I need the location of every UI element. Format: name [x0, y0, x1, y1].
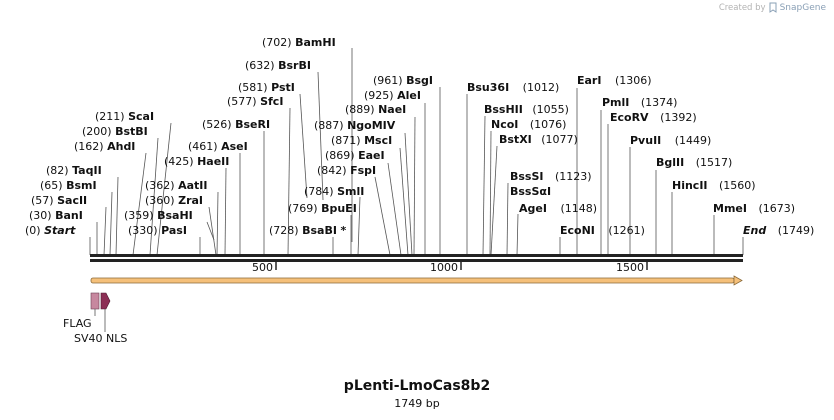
site-bamhi[interactable]: (702) BamHI: [262, 36, 336, 49]
flag-feature[interactable]: [90, 292, 100, 310]
connector-aatii: [216, 191, 219, 256]
plasmid-name: pLenti-LmoCas8b2: [343, 378, 491, 394]
site-bstbi[interactable]: (200) BstBI: [82, 125, 148, 138]
connector-fspi: [374, 176, 391, 256]
snapgene-credit: Created by SnapGene: [719, 2, 826, 13]
site-pmli[interactable]: PmlI (1374): [602, 96, 677, 109]
site-aatii[interactable]: (362) AatII: [145, 179, 207, 192]
site-taqii[interactable]: (82) TaqII: [46, 164, 102, 177]
connector-psti: [299, 93, 308, 199]
connector-sacii: [103, 206, 107, 256]
site-ahdi[interactable]: (162) AhdI: [74, 140, 135, 153]
site-bsrbi[interactable]: (632) BsrBI: [245, 59, 311, 72]
site-mmei[interactable]: MmeI (1673): [713, 202, 795, 215]
connector-bsssi: [506, 182, 509, 256]
site-bpuei[interactable]: (769) BpuEI: [288, 202, 357, 215]
site-bglii[interactable]: BglII (1517): [656, 156, 732, 169]
site-alei[interactable]: (925) AleI: [364, 89, 421, 102]
sv40-nls-feature[interactable]: [100, 292, 111, 310]
ruler-label-1000: 1000: [430, 261, 458, 274]
site-bsu36i[interactable]: Bsu36I (1012): [467, 81, 559, 94]
connector-ahdi: [132, 152, 147, 256]
site-econi[interactable]: EcoNI (1261): [560, 224, 645, 237]
connector-naei: [413, 116, 416, 256]
connector-msci: [399, 147, 409, 256]
site-labels: (0) Start (30) BanI (57) SacII (65) BsmI…: [25, 36, 814, 237]
ruler: 500 1000 1500: [252, 261, 648, 274]
connector-zrai: [208, 206, 217, 256]
site-zrai[interactable]: (360) ZraI: [145, 194, 203, 207]
sv40-nls-feature-label: SV40 NLS: [74, 332, 127, 345]
site-bsshii[interactable]: BssHII (1055): [484, 103, 569, 116]
backbone-bottom-strand: [90, 259, 743, 262]
connector-agei: [516, 213, 519, 256]
site-bsmi[interactable]: (65) BsmI: [40, 179, 97, 192]
connector-ngomiv: [404, 132, 413, 256]
site-pasi[interactable]: (330) PasI: [128, 224, 187, 237]
connector-sfci: [287, 107, 291, 256]
site-asei[interactable]: (461) AseI: [188, 140, 248, 153]
credit-prefix: Created by: [718, 2, 766, 13]
site-bani[interactable]: (30) BanI: [29, 209, 83, 222]
orf-body: [90, 277, 735, 284]
site-haeii[interactable]: (425) HaeII: [164, 155, 229, 168]
site-bsgi[interactable]: (961) BsgI: [373, 74, 433, 87]
orf-arrowhead-icon: [733, 275, 743, 286]
site-ngomiv[interactable]: (887) NgoMIV: [314, 119, 396, 132]
site-scai[interactable]: (211) ScaI: [95, 110, 154, 123]
connector-bsrbi: [317, 71, 324, 201]
site-msci[interactable]: (871) MscI: [331, 134, 392, 147]
site-bsssai[interactable]: BssSαI: [510, 185, 551, 198]
site-eari[interactable]: EarI (1306): [577, 74, 652, 87]
connector-bsmi: [109, 191, 113, 256]
ruler-label-500: 500: [252, 261, 273, 274]
connector-smli: [357, 196, 361, 256]
connector-bstbi: [149, 137, 159, 256]
connector-taqii: [115, 176, 119, 256]
orf-arrow[interactable]: [90, 275, 743, 286]
features: FLAG SV40 NLS: [63, 292, 127, 345]
connector-bsahi: [206, 221, 215, 241]
site-agei[interactable]: AgeI (1148): [519, 202, 597, 215]
connector-bstxi: [490, 145, 498, 256]
site-ecorv[interactable]: EcoRV (1392): [610, 111, 697, 124]
connector-haeii: [224, 167, 227, 256]
site-psti[interactable]: (581) PstI: [238, 81, 295, 94]
ruler-label-1500: 1500: [616, 261, 644, 274]
credit-brand: SnapGene: [779, 2, 826, 13]
site-sacii[interactable]: (57) SacII: [31, 194, 87, 207]
site-connectors: [89, 48, 744, 256]
site-sfci[interactable]: (577) SfcI: [227, 95, 283, 108]
sequence-map: 500 1000 1500 FLAG SV40 NLS (0) Start (3…: [25, 36, 814, 345]
site-bseri[interactable]: (526) BseRI: [202, 118, 270, 131]
site-ncoi[interactable]: NcoI (1076): [491, 118, 566, 131]
site-fspi[interactable]: (842) FspI: [317, 164, 376, 177]
site-hincii[interactable]: HincII (1560): [672, 179, 756, 192]
snapgene-logo-icon: [769, 2, 777, 13]
site-eaei[interactable]: (869) EaeI: [325, 149, 385, 162]
connector-bsshii: [482, 115, 486, 256]
site-smli[interactable]: (784) SmlI: [304, 185, 364, 198]
site-end[interactable]: End (1749): [743, 224, 814, 237]
site-start[interactable]: (0) Start: [25, 224, 76, 237]
site-bsahi[interactable]: (359) BsaHI: [124, 209, 193, 222]
plasmid-length: 1749 bp: [394, 397, 440, 410]
connector-ncoi: [489, 130, 492, 256]
site-pvuii[interactable]: PvuII (1449): [630, 134, 711, 147]
flag-feature-label: FLAG: [63, 317, 92, 330]
connector-scai: [156, 122, 172, 256]
site-bsabi[interactable]: (728) BsaBI *: [269, 224, 346, 237]
site-bsssi[interactable]: BssSI (1123): [510, 170, 592, 183]
backbone-top-strand: [90, 254, 743, 257]
site-naei[interactable]: (889) NaeI: [345, 103, 406, 116]
site-bstxi[interactable]: BstXI (1077): [499, 133, 578, 146]
connector-eaei: [387, 162, 402, 256]
